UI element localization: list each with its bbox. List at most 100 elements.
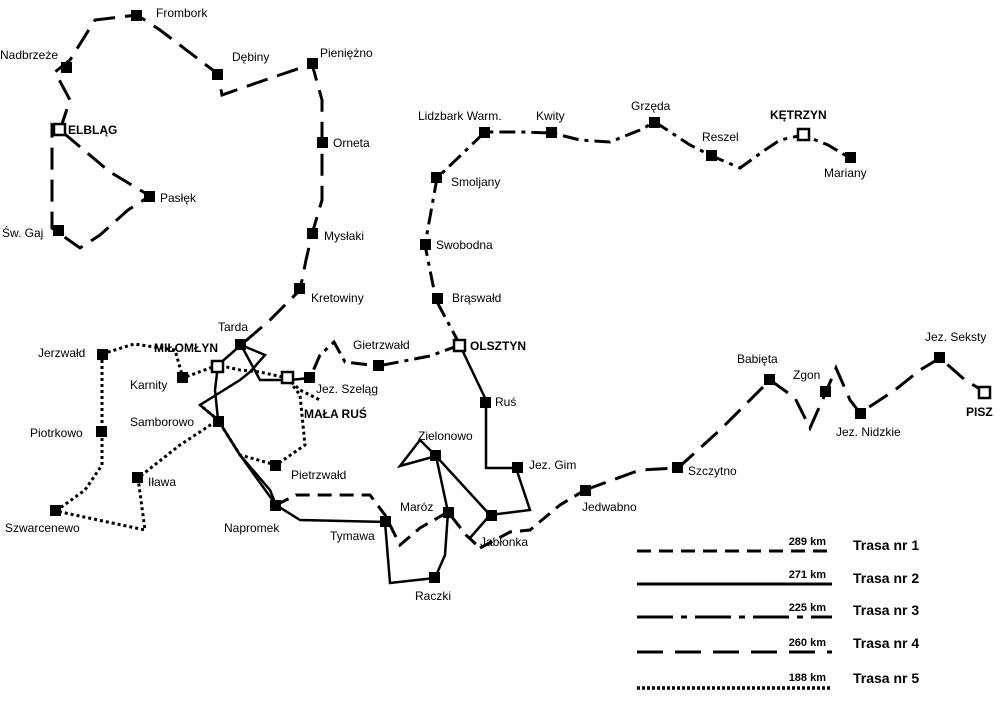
- legend-name: Trasa nr 3: [853, 602, 919, 618]
- stop-marker: [131, 10, 142, 21]
- stop-marker: [580, 485, 591, 496]
- label-elblag: ELBLĄG: [68, 123, 117, 137]
- label-lidzbark: Lidzbark Warm.: [418, 109, 502, 123]
- label-ketrzyn: KĘTRZYN: [770, 108, 827, 122]
- label-jez-nidzkie: Jez. Nidzkie: [836, 425, 901, 439]
- label-mala-rus: MAŁA RUŚ: [304, 406, 367, 421]
- label-milomlyn: MIŁOMŁYN: [154, 341, 218, 355]
- legend-km: 188 km: [789, 672, 827, 684]
- legend-row-4: 260 km Trasa nr 4: [637, 635, 919, 654]
- stop-marker: [294, 283, 305, 294]
- label-braswald: Brąswałd: [452, 291, 501, 305]
- label-reszel: Reszel: [702, 130, 739, 144]
- stop-marker: [431, 172, 442, 183]
- stop-marker: [61, 62, 72, 73]
- stop-marker: [53, 225, 64, 236]
- stop-markers: [50, 10, 945, 583]
- label-rus: Ruś: [495, 395, 516, 409]
- city-marker-olsztyn: [452, 338, 467, 353]
- stop-marker: [307, 58, 318, 69]
- city-markers: [52, 122, 992, 400]
- label-pietrzwald: Pietrzwałd: [291, 468, 346, 482]
- city-marker-ketrzyn: [796, 127, 811, 142]
- stop-marker: [934, 352, 945, 363]
- stop-marker: [213, 416, 224, 427]
- label-pieniezno: Pieniężno: [320, 46, 373, 60]
- stop-marker: [373, 360, 384, 371]
- label-szwarcenewo: Szwarcenewo: [5, 521, 80, 535]
- label-tymawa: Tymawa: [330, 529, 375, 543]
- stop-marker: [443, 507, 454, 518]
- route-4-line: [50, 13, 986, 492]
- legend-row-3: 225 km Trasa nr 3: [637, 602, 919, 619]
- legend-km: 271 km: [789, 569, 827, 581]
- legend-km: 225 km: [789, 602, 827, 614]
- stop-marker: [177, 372, 188, 383]
- label-orneta: Orneta: [333, 136, 370, 150]
- stop-marker: [486, 510, 497, 521]
- label-samborowo: Samborowo: [130, 415, 194, 429]
- label-jerzwald: Jerzwałd: [38, 346, 85, 360]
- legend-row-1: 289 km Trasa nr 1: [637, 536, 919, 553]
- stop-marker: [479, 127, 490, 138]
- stop-marker: [512, 462, 523, 473]
- legend-km: 289 km: [789, 536, 827, 548]
- label-gietrzwald: Gietrzwałd: [353, 338, 410, 352]
- stop-marker: [429, 572, 440, 583]
- label-tarda: Tarda: [218, 320, 248, 334]
- label-raczki: Raczki: [415, 589, 451, 603]
- legend-name: Trasa nr 2: [853, 570, 919, 586]
- city-marker-milomlyn: [210, 359, 225, 374]
- label-smoljany: Smoljany: [451, 175, 500, 189]
- stop-marker: [132, 472, 143, 483]
- legend-name: Trasa nr 4: [853, 635, 919, 651]
- legend-name: Trasa nr 5: [853, 670, 919, 686]
- stop-marker: [820, 386, 831, 397]
- stop-marker: [50, 505, 61, 516]
- label-kretowiny: Kretowiny: [311, 291, 364, 305]
- label-piotrkowo: Piotrkowo: [30, 426, 83, 440]
- stop-marker: [546, 127, 557, 138]
- label-jedwabno: Jedwabno: [582, 500, 637, 514]
- route-1-line: [275, 488, 586, 550]
- legend-name: Trasa nr 1: [853, 537, 919, 553]
- label-debiny: Dębiny: [232, 50, 269, 64]
- legend-km: 260 km: [789, 637, 827, 649]
- label-swobodna: Swobodna: [436, 238, 493, 252]
- stop-marker: [97, 349, 108, 360]
- label-maroz: Maróz: [400, 500, 433, 514]
- label-sw-gaj: Św. Gaj: [2, 225, 43, 240]
- stop-marker: [430, 450, 441, 461]
- stop-marker: [672, 462, 683, 473]
- stop-marker: [235, 339, 246, 350]
- label-babieta: Babięta: [737, 352, 778, 366]
- label-jablonka: Jabłonka: [480, 535, 528, 549]
- label-paslek: Pasłęk: [160, 191, 197, 205]
- stop-marker: [420, 239, 431, 250]
- label-szczytno: Szczytno: [688, 464, 737, 478]
- stop-marker: [307, 228, 318, 239]
- label-ilawa: Iława: [148, 475, 176, 489]
- stop-marker: [432, 293, 443, 304]
- stop-marker: [270, 500, 281, 511]
- stop-marker: [855, 408, 866, 419]
- label-mariany: Marіany: [824, 166, 867, 180]
- stop-marker: [845, 152, 856, 163]
- stop-marker: [764, 374, 775, 385]
- label-zielonowo: Zielonowo: [418, 429, 473, 443]
- stop-marker: [317, 137, 328, 148]
- stop-marker: [270, 460, 281, 471]
- legend: 289 km Trasa nr 1 271 km Trasa nr 2 225 …: [637, 536, 919, 690]
- label-jez-seksty: Jez. Seksty: [925, 330, 986, 344]
- label-frombork: Frombork: [156, 6, 208, 20]
- stop-marker: [212, 69, 223, 80]
- label-jez-gim: Jez. Gim: [529, 458, 576, 472]
- label-nadbrzeze: Nadbrzeże: [0, 48, 58, 62]
- city-marker-elblag: [52, 122, 67, 137]
- city-marker-pisz: [977, 385, 992, 400]
- label-napromek: Napromek: [224, 521, 280, 535]
- stop-marker: [649, 117, 660, 128]
- label-karnity: Karnity: [130, 378, 167, 392]
